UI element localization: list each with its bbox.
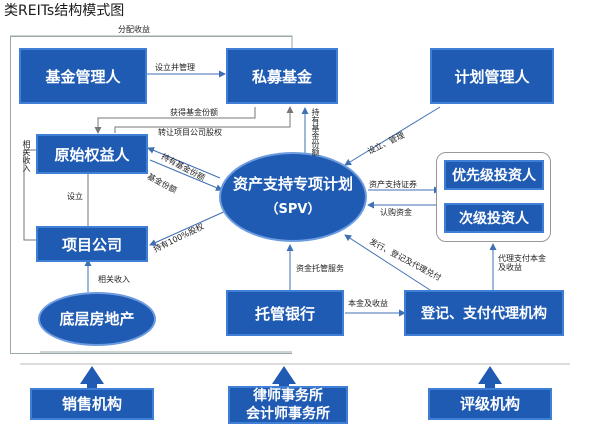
real-estate-node: 底层房地产 [38,292,156,346]
label-pay-principal: 代理支付本金及收益 [498,254,546,272]
arrow-transfer [114,106,294,133]
label-custody-service: 资金托管服务 [296,264,344,273]
plan-manager-box: 计划管理人 [430,48,554,104]
label-establish: 设立 [67,192,83,201]
label-related-income-left: 相关收入 [22,140,31,172]
arrow-fund-diag1 [147,147,221,179]
label-get-fund-share: 获得基金份额 [170,108,218,117]
label-related-income: 相关收入 [98,275,130,284]
arrow-hold-100 [149,209,229,246]
arrow-related-left [23,149,36,241]
arrow-fund-diag2 [149,159,223,191]
label-distribute-income: 分配收益 [118,25,150,34]
label-subscription: 认购资金 [380,208,412,217]
label-transfer-equity: 转让项目公司股权 [158,128,222,137]
sales-agency-box: 销售机构 [30,388,154,420]
original-owner-box: 原始权益人 [36,134,148,174]
label-hold-fund-share: 持有基金份额 [311,108,320,156]
arrow-get-share [94,107,256,134]
custodian-bank-box: 托管银行 [226,290,344,336]
law-firm-label: 律师事务所 [253,388,323,404]
label-principal-income: 本金及收益 [348,299,388,308]
rating-agency-label: 评级机构 [459,395,520,413]
rating-agency-box: 评级机构 [428,388,552,420]
registrar-box: 登记、支付代理机构 [404,290,564,336]
up-arrow-law [272,366,296,390]
law-accounting-box: 律师事务所 会计师事务所 [228,386,348,424]
junior-investors-box: 次级投资人 [444,203,544,233]
spv-node: 资产支持专项计划 （SPV） [219,152,367,242]
diagram-title: 类REITs结构模式图 [4,3,125,19]
private-fund-box: 私募基金 [226,48,338,104]
accounting-firm-label: 会计师事务所 [246,406,330,422]
sales-agency-label: 销售机构 [61,395,122,413]
label-asset-security: 资产支持证券 [369,180,417,189]
up-arrow-sales [80,366,104,390]
fund-manager-box: 基金管理人 [19,48,147,104]
up-arrow-rating [478,366,502,390]
label-establish-manage: 设立并管理 [155,63,195,72]
senior-investors-box: 优先级投资人 [444,160,544,190]
project-company-box: 项目公司 [36,226,148,262]
arrow-distribute [10,35,293,48]
spv-label: 资产支持专项计划 [232,175,353,193]
spv-sub-label: （SPV） [265,202,321,217]
arrow-plan-manage [344,106,441,166]
real-estate-label: 底层房地产 [59,310,135,328]
arrow-issue [344,234,431,291]
